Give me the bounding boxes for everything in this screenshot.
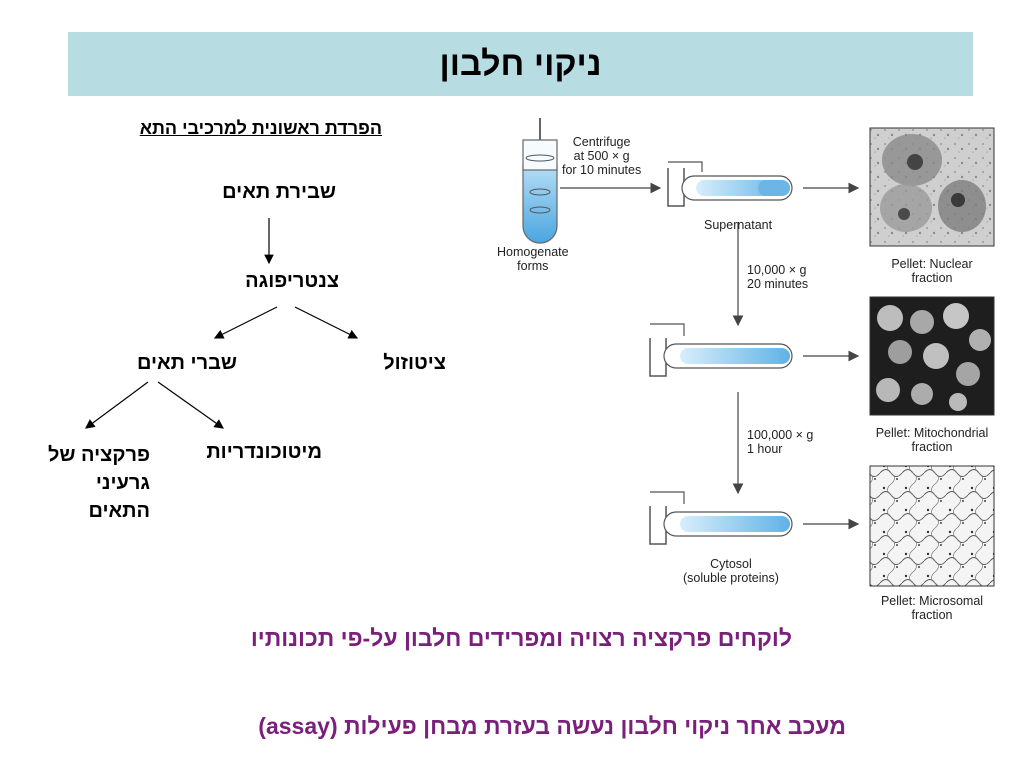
step3-line2: 1 hour bbox=[747, 442, 783, 456]
cytosol-line2: (soluble proteins) bbox=[683, 571, 779, 585]
step2-line1: 10,000 × g bbox=[747, 263, 807, 277]
node-nuclei-line3: התאים bbox=[88, 500, 150, 522]
centrifuge-tube-3 bbox=[649, 491, 793, 545]
bottom-line-1: לוקחים פרקציה רצויה ומפרידים חלבון על-פי… bbox=[250, 625, 792, 651]
node-nuclei-fraction: פרקציה של גרעיני התאים bbox=[48, 441, 150, 525]
bottom-line-2: מעכב אחר ניקוי חלבון נעשה בעזרת מבחן פעי… bbox=[258, 713, 846, 739]
pellet3-line2: fraction bbox=[911, 608, 953, 622]
homogenate-line2: forms bbox=[517, 259, 549, 273]
node-nuclei-line2: גרעיני bbox=[95, 472, 150, 494]
centrifuge-label: Centrifuge at 500 × g for 10 minutes bbox=[562, 135, 641, 177]
node-cytosol: ציטוזול bbox=[383, 352, 446, 374]
homogenate-line1: Homogenate bbox=[497, 245, 569, 259]
step3-line1: 100,000 × g bbox=[747, 428, 814, 442]
supernatant-label: Supernatant bbox=[704, 218, 773, 232]
section-subtitle: הפרדת ראשונית למרכיבי התא bbox=[139, 118, 382, 138]
pellet-microsomal-label: Pellet: Microsomal fraction bbox=[872, 594, 992, 622]
micrograph-mitochondrial bbox=[869, 296, 995, 416]
pellet1-line1: Pellet: Nuclear bbox=[891, 257, 973, 271]
title-bar: ניקוי חלבון bbox=[68, 32, 973, 96]
pellet2-line2: fraction bbox=[911, 440, 953, 454]
step3-label: 100,000 × g 1 hour bbox=[747, 428, 813, 456]
pellet1-line2: fraction bbox=[911, 271, 953, 285]
node-nuclei-line1: פרקציה של bbox=[47, 444, 150, 466]
tree-arrows bbox=[85, 218, 359, 429]
pellet3-line1: Pellet: Microsomal bbox=[880, 594, 984, 608]
homogenate-tube bbox=[522, 118, 558, 244]
step2-line2: 20 minutes bbox=[747, 277, 809, 291]
node-centrifugation: צנטריפוגה bbox=[245, 270, 339, 292]
cytosol-line1: Cytosol bbox=[710, 557, 752, 571]
node-mitochondria: מיטוכונדריות bbox=[206, 441, 322, 463]
node-cell-fragments: שברי תאים bbox=[136, 352, 237, 374]
pellet-nuclear-label: Pellet: Nuclear fraction bbox=[884, 257, 980, 285]
micrograph-microsomal bbox=[869, 465, 995, 587]
pellet-mitochondrial-label: Pellet: Mitochondrial fraction bbox=[868, 426, 996, 454]
homogenate-label: Homogenate forms bbox=[497, 245, 569, 273]
micrograph-nuclear bbox=[869, 127, 995, 247]
centrifuge-tube-2 bbox=[649, 323, 793, 377]
step2-label: 10,000 × g 20 minutes bbox=[747, 263, 808, 291]
centrifuge-line2: at 500 × g bbox=[573, 149, 630, 163]
page-title: ניקוי חלבון bbox=[439, 44, 602, 83]
pellet2-line1: Pellet: Mitochondrial bbox=[875, 426, 989, 440]
centrifuge-tube-1 bbox=[667, 161, 793, 207]
centrifuge-line1: Centrifuge bbox=[572, 135, 631, 149]
centrifuge-line3: for 10 minutes bbox=[562, 163, 642, 177]
node-cell-lysis: שבירת תאים bbox=[222, 181, 336, 203]
cytosol-label: Cytosol (soluble proteins) bbox=[683, 557, 779, 585]
